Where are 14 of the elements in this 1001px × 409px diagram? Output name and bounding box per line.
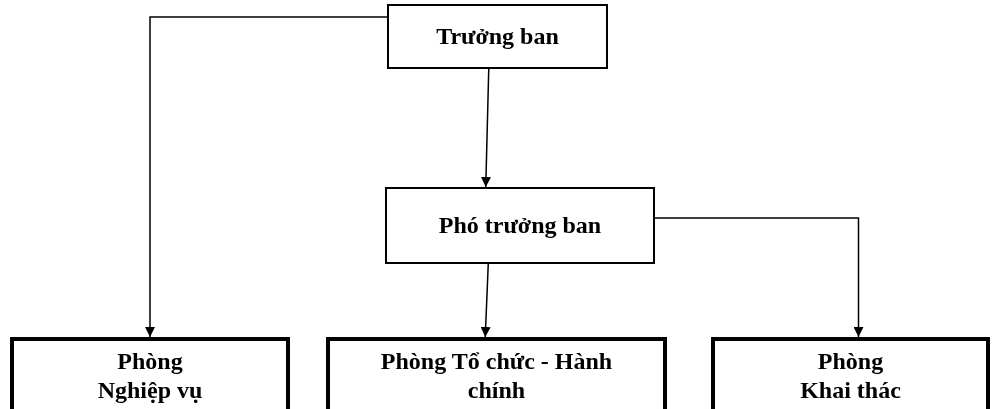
box-label: Phòng Nghiệp vụ	[96, 347, 204, 405]
arrow	[480, 263, 491, 338]
arrow	[145, 16, 388, 338]
box-label: Phó trưởng ban	[438, 211, 602, 240]
department-box	[10, 337, 290, 409]
department-box	[326, 337, 667, 409]
box-label: Trưởng ban	[436, 22, 559, 51]
department-box	[711, 337, 990, 409]
position-box	[385, 187, 655, 264]
arrow	[654, 217, 864, 338]
box-label: Phòng Tổ chức - Hành chính	[379, 347, 614, 405]
position-box	[387, 4, 608, 69]
arrow	[481, 68, 491, 188]
box-label: Phòng Khai thác	[799, 347, 902, 405]
